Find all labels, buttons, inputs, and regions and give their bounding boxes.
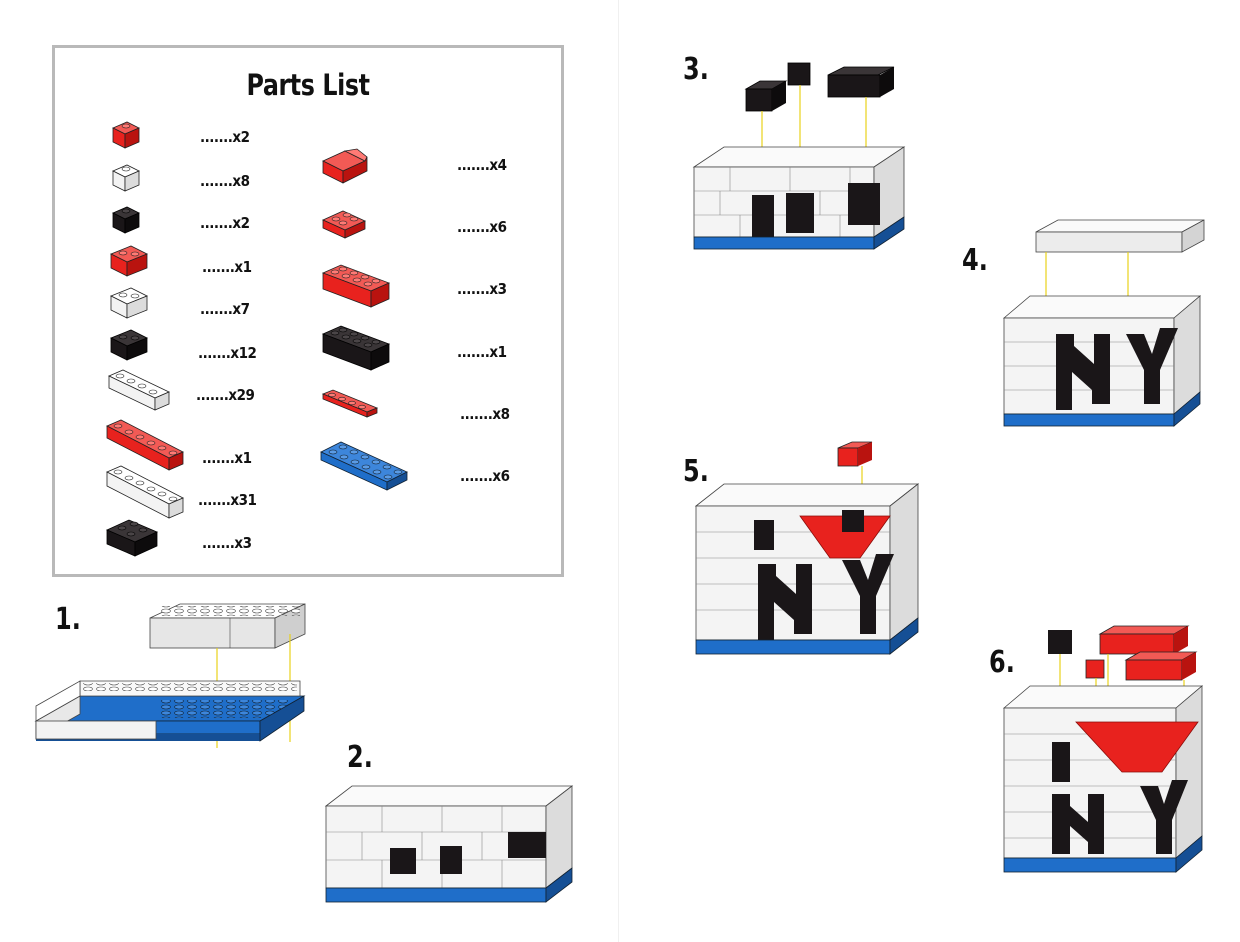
qty-white-1x1: .......x8: [200, 172, 250, 190]
qty-red-1x1: .......x2: [200, 128, 250, 146]
qty-white-1x2: .......x7: [200, 300, 250, 318]
white-1x4-brick-icon: [108, 369, 170, 411]
red-2x4-brick-icon: [321, 264, 391, 308]
red-1x2-brick-icon: [110, 245, 148, 277]
step-1-illustration: [34, 603, 306, 748]
step-2-illustration: [324, 785, 574, 903]
step-6-label: 6.: [989, 645, 1015, 680]
red-1x1-brick-icon: [112, 121, 140, 149]
qty-red-2x2-plate: .......x6: [457, 218, 507, 236]
qty-red-1x4-plate: .......x8: [460, 405, 510, 423]
white-1x2-brick-icon: [110, 287, 148, 319]
parts-list-panel: Parts List .......x2 .......x8 .......x2…: [52, 45, 564, 577]
qty-black-1x2: .......x12: [198, 344, 257, 362]
qty-red-1x6: .......x1: [202, 449, 252, 467]
step-2-label: 2.: [347, 740, 373, 775]
step-4-illustration: [1002, 219, 1205, 427]
step-5-label: 5.: [683, 454, 709, 489]
qty-black-2x2: .......x3: [202, 534, 252, 552]
qty-white-1x6: .......x31: [198, 491, 257, 509]
red-2x2-plate-icon: [322, 210, 366, 239]
black-1x2-brick-icon: [110, 329, 148, 361]
red-1x6-brick-icon: [106, 419, 184, 471]
black-2x4-brick-icon: [321, 325, 391, 371]
parts-list-title: Parts List: [246, 68, 370, 102]
red-slope-brick-icon: [322, 148, 368, 184]
page-divider: [618, 0, 619, 942]
step-3-illustration: [692, 62, 906, 250]
qty-black-2x4: .......x1: [457, 343, 507, 361]
qty-white-1x4: .......x29: [196, 386, 255, 404]
step-4-label: 4.: [962, 243, 988, 278]
black-1x1-brick-icon: [112, 206, 140, 234]
step-3-label: 3.: [683, 52, 709, 87]
black-2x2-brick-icon: [106, 519, 158, 557]
white-1x1-brick-icon: [112, 164, 140, 192]
step-5-illustration: [694, 441, 920, 655]
step-1-label: 1.: [55, 602, 81, 637]
qty-red-2x4: .......x3: [457, 280, 507, 298]
qty-red-1x2: .......x1: [202, 258, 252, 276]
qty-red-slope: .......x4: [457, 156, 507, 174]
red-1x4-plate-icon: [321, 389, 379, 418]
step-6-illustration: [1002, 625, 1204, 873]
qty-black-1x1: .......x2: [200, 214, 250, 232]
white-1x6-brick-icon: [106, 465, 184, 519]
blue-2x6-plate-icon: [320, 441, 408, 491]
qty-blue-2x6-plate: .......x6: [460, 467, 510, 485]
